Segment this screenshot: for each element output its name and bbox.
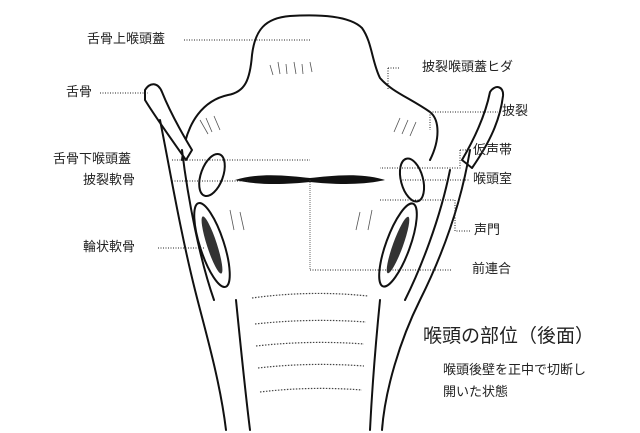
label-laryngeal-ventricle: 喉頭室 [473,172,513,187]
label-suprahyoid-epiglottis: 舌骨上喉頭蓋 [87,32,166,47]
diagram-title: 喉頭の部位（後面） [423,325,595,347]
label-false-vocal-cord: 仮声帯 [473,143,513,158]
label-infrahyoid-epiglottis: 舌骨下喉頭蓋 [53,152,132,167]
label-arytenoid: 披裂 [502,104,529,119]
label-aryepiglottic-fold: 披裂喉頭蓋ヒダ [422,60,514,75]
label-arytenoid-cartilage: 披裂軟骨 [83,173,136,188]
diagram-subtitle-line-1: 喉頭後壁を正中で切断し [443,363,587,378]
label-anterior-commissure: 前連合 [472,262,512,277]
label-glottis: 声門 [474,223,501,238]
diagram-subtitle-line-2: 開いた状態 [443,385,509,400]
label-hyoid: 舌骨 [66,85,93,100]
label-cricoid-cartilage: 輪状軟骨 [83,240,136,255]
